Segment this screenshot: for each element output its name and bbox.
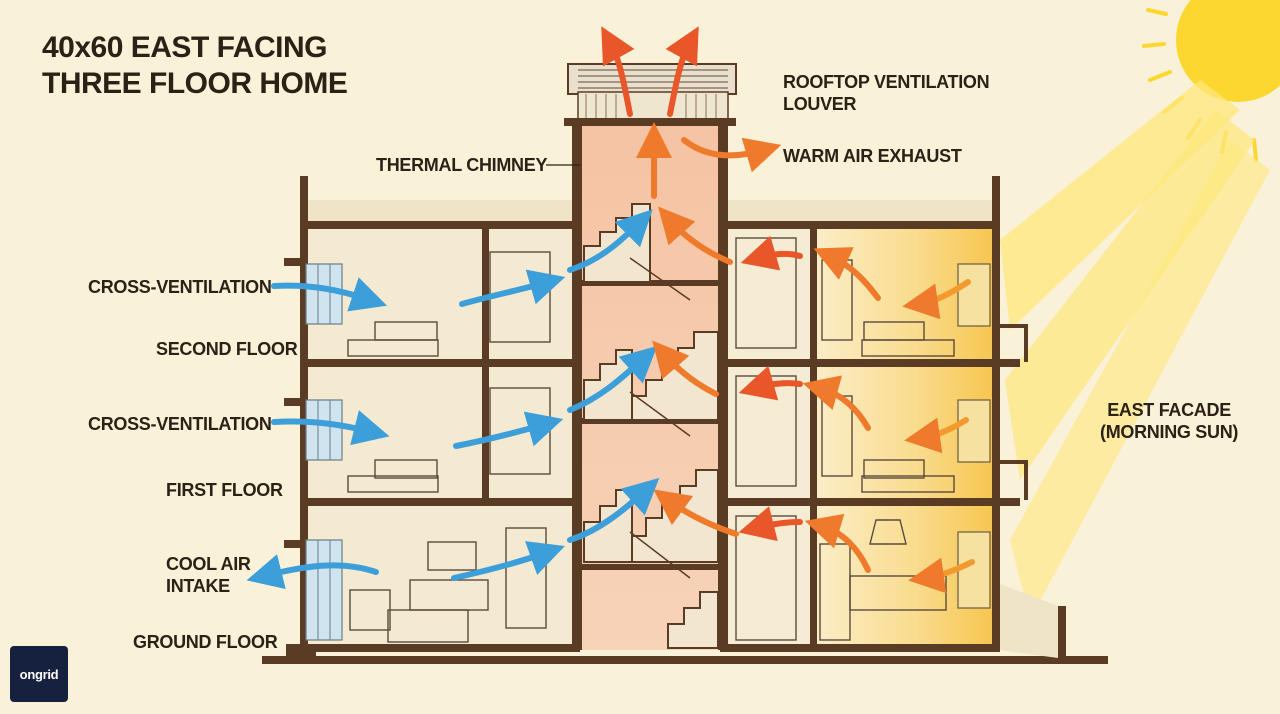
warm-air-arrow xyxy=(740,235,803,271)
warm-air-arrow xyxy=(653,489,739,537)
rooftop-louver-line-1: ROOFTOP VENTILATION xyxy=(783,72,990,92)
warm-air-arrow xyxy=(658,206,733,265)
warm-air-arrow xyxy=(813,247,881,301)
warm-air-arrow xyxy=(902,279,971,320)
title-line-1: 40x60 EAST FACING xyxy=(42,31,327,64)
rooftop-louver-line-2: LOUVER xyxy=(783,94,857,114)
label-ground-floor: GROUND FLOOR xyxy=(133,632,278,652)
label-cool-air-intake: COOL AIR INTAKE xyxy=(166,553,251,597)
cool-air-arrow xyxy=(271,410,390,446)
sun-icon xyxy=(1176,0,1280,102)
warm-air-arrow xyxy=(652,340,719,397)
cool-air-arrow xyxy=(271,277,388,312)
sunlight-beams xyxy=(1000,80,1270,620)
warm-air-arrow xyxy=(904,417,969,454)
warm-air-arrow xyxy=(908,557,975,594)
label-thermal-chimney: THERMAL CHIMNEY xyxy=(376,155,548,175)
warm-air-arrows xyxy=(601,26,975,594)
warm-air-arrow xyxy=(665,26,699,117)
cool-air-arrow xyxy=(459,269,566,307)
cool-air-line-2: INTAKE xyxy=(166,576,230,596)
warm-air-arrow xyxy=(738,506,803,542)
cool-air-arrow xyxy=(567,477,660,543)
cool-air-arrow xyxy=(453,411,564,449)
label-east-facade: EAST FACADE (MORNING SUN) xyxy=(1100,399,1238,443)
warm-air-arrow xyxy=(738,365,803,401)
label-cross-ventilation-upper: CROSS-VENTILATION xyxy=(88,277,272,297)
cool-air-arrow xyxy=(451,541,565,581)
warm-air-arrow xyxy=(601,26,635,117)
diagram-title: 40x60 EAST FACING THREE FLOOR HOME xyxy=(42,30,348,102)
cool-air-arrow xyxy=(567,209,653,273)
west-block xyxy=(284,176,580,652)
warm-air-arrow xyxy=(681,137,782,173)
title-line-2: THREE FLOOR HOME xyxy=(42,67,348,100)
east-facade-line-2: (MORNING SUN) xyxy=(1100,422,1239,442)
warm-air-arrow xyxy=(804,513,871,573)
warm-air-arrow xyxy=(802,375,871,431)
label-second-floor: SECOND FLOOR xyxy=(156,339,298,359)
cool-air-line-1: COOL AIR xyxy=(166,554,251,574)
label-cross-ventilation-lower: CROSS-VENTILATION xyxy=(88,414,272,434)
cool-air-arrows xyxy=(246,209,660,590)
label-rooftop-ventilation-louver: ROOFTOP VENTILATION LOUVER xyxy=(783,71,990,115)
label-first-floor: FIRST FLOOR xyxy=(166,480,283,500)
label-warm-air-exhaust: WARM AIR EXHAUST xyxy=(783,146,962,166)
cool-air-arrow xyxy=(567,345,658,413)
cool-air-arrow xyxy=(246,554,379,590)
east-facade-line-1: EAST FACADE xyxy=(1107,400,1231,420)
ongrid-logo: ongrid xyxy=(10,646,68,702)
